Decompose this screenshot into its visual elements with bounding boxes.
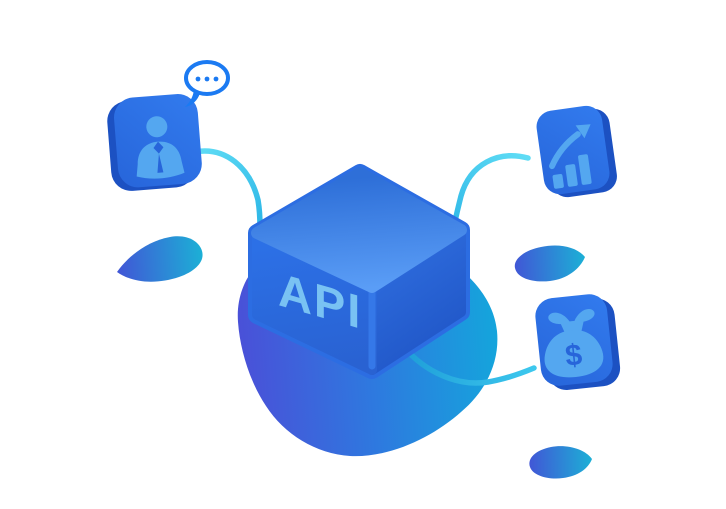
chart-card bbox=[536, 105, 617, 198]
money-card: $ bbox=[535, 294, 621, 390]
money-bag-body bbox=[544, 330, 604, 378]
user-icon bbox=[136, 116, 185, 179]
growth-arrow-shaft bbox=[549, 131, 581, 170]
user-icon-body bbox=[136, 141, 185, 179]
user-icon-tie bbox=[153, 141, 164, 173]
connector-line-money bbox=[401, 344, 537, 386]
accent-blob-right bbox=[514, 245, 585, 282]
chat-bubble-tail bbox=[185, 90, 200, 107]
api-cube: API bbox=[248, 164, 470, 379]
money-bag-icon: $ bbox=[544, 309, 604, 378]
chat-bubble-icon bbox=[184, 60, 230, 107]
chart-card-face bbox=[536, 105, 610, 195]
user-card bbox=[107, 94, 202, 191]
dollar-sign: $ bbox=[564, 338, 584, 373]
accent-blob-bottom bbox=[529, 446, 592, 479]
user-icon-head bbox=[146, 116, 168, 138]
chat-bubble-outline bbox=[184, 60, 230, 96]
growth-chart-icon bbox=[549, 124, 592, 189]
growth-arrow-head bbox=[575, 124, 591, 139]
api-cube-top-face bbox=[251, 167, 467, 293]
connector-line-user bbox=[191, 148, 263, 230]
accent-blob-left bbox=[117, 236, 203, 282]
chat-bubble-dots bbox=[195, 76, 219, 82]
